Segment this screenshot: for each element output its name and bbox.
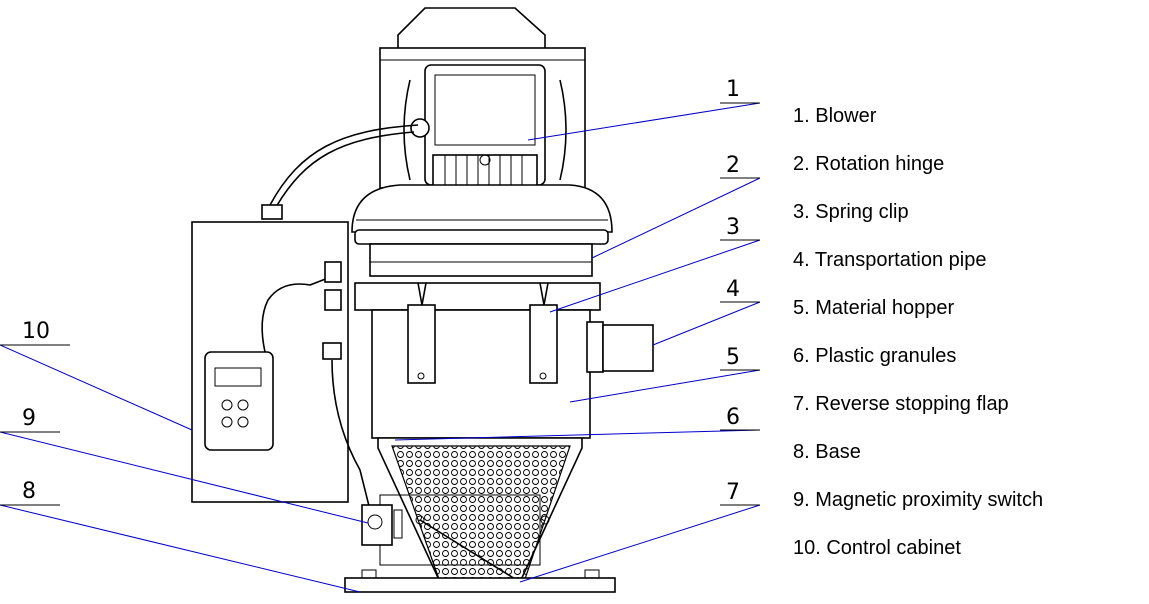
legend-item-6: 6. Plastic granules bbox=[793, 345, 956, 367]
legend-item-2: 2. Rotation hinge bbox=[793, 153, 944, 175]
legend-item-9: 9. Magnetic proximity switch bbox=[793, 489, 1043, 511]
cable-gland bbox=[261, 204, 283, 220]
control-cabinet bbox=[191, 221, 403, 546]
power-cable bbox=[269, 124, 419, 206]
legend-item-10: 10. Control cabinet bbox=[793, 537, 961, 559]
legend-item-8: 8. Base bbox=[793, 441, 861, 463]
hopper-cone bbox=[377, 437, 583, 583]
material-hopper bbox=[354, 282, 654, 439]
legend-item-3: 3. Spring clip bbox=[793, 201, 909, 223]
legend-item-5: 5. Material hopper bbox=[793, 297, 955, 319]
magnetic-proximity-switch bbox=[361, 504, 393, 546]
legend-item-1: 1. Blower bbox=[793, 105, 877, 127]
leader-lines bbox=[0, 102, 761, 593]
number-shelves bbox=[0, 102, 760, 506]
callout-7: 7 bbox=[726, 480, 740, 505]
callout-10: 10 bbox=[22, 319, 50, 344]
callout-3: 3 bbox=[726, 215, 740, 240]
controller-panel bbox=[204, 351, 274, 451]
legend-item-4: 4. Transportation pipe bbox=[793, 249, 986, 271]
callout-2: 2 bbox=[726, 153, 740, 178]
callout-numbers: 1 2 3 4 5 6 7 8 9 10 bbox=[22, 77, 740, 505]
reverse-stopping-flap bbox=[419, 519, 521, 583]
callout-5: 5 bbox=[726, 345, 740, 370]
plastic-granules bbox=[391, 445, 571, 583]
legend: 1. Blower 2. Rotation hinge 3. Spring cl… bbox=[793, 105, 1043, 559]
callout-8: 8 bbox=[22, 479, 36, 504]
base bbox=[344, 569, 616, 593]
legend-item-7: 7. Reverse stopping flap bbox=[793, 393, 1009, 415]
callout-6: 6 bbox=[726, 405, 740, 430]
callout-1: 1 bbox=[726, 77, 740, 102]
callout-9: 9 bbox=[22, 406, 36, 431]
callout-4: 4 bbox=[726, 277, 740, 302]
blower bbox=[379, 7, 586, 191]
lid bbox=[351, 184, 613, 277]
